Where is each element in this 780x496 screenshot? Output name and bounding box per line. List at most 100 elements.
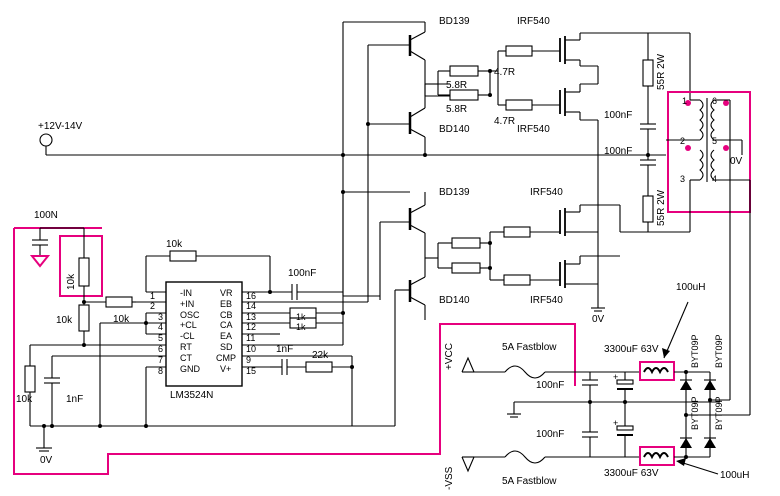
label-fuse-bottom: 5A Fastblow (502, 476, 557, 487)
resistor-55r-top (642, 59, 654, 87)
label-4-7r-1: 4.7R (494, 67, 515, 78)
pin-osc: OSC (180, 310, 200, 320)
pin-minus-in: -IN (180, 288, 192, 298)
pin-sd: SD (220, 342, 233, 352)
label-tx-1: 1 (682, 96, 687, 106)
pin-plus-in: +IN (180, 299, 194, 309)
diode-bridge (680, 370, 750, 459)
resistor-10k-input (105, 296, 133, 308)
label-irf540-top-2: IRF540 (517, 124, 550, 135)
label-100n: 100N (34, 210, 58, 221)
resistor-10k-feedback (78, 304, 90, 332)
label-plus-1: + (613, 372, 618, 382)
label-plus-2: + (613, 418, 618, 428)
pin-num-13: 13 (246, 312, 256, 322)
label-0v-left: 0V (40, 455, 53, 466)
label-tx-5: 5 (712, 136, 717, 146)
label-100nf-ic: 100nF (288, 268, 316, 279)
label-diode-4: BYT09P (714, 396, 724, 430)
label-vss: -VSS (444, 466, 455, 490)
label-vcc: +VCC (444, 343, 455, 370)
pin-num-4: 4 (158, 322, 163, 332)
pin-num-6: 6 (158, 344, 163, 354)
label-1k-a: 1k (296, 312, 306, 322)
output-section (461, 301, 750, 475)
pin-eb: EB (220, 299, 232, 309)
pin-num-14: 14 (246, 301, 256, 311)
label-100nf-out-2: 100nF (536, 429, 564, 440)
mosfet-irf540-top-a (559, 32, 648, 66)
label-4-7r-2: 4.7R (494, 116, 515, 127)
fuse-bottom (504, 450, 546, 464)
label-ic-name: LM3524N (170, 390, 213, 401)
resistor-4-7r-2 (505, 99, 533, 111)
pin-minus-cl: -CL (180, 331, 195, 341)
label-cap-100nf-mid: 100nF (604, 146, 632, 157)
resistor-bottom-1 (451, 237, 481, 249)
resistor-10k-rt (24, 365, 36, 393)
label-irf540-bottom: IRF540 (530, 187, 563, 198)
pin-num-3: 3 (158, 312, 163, 322)
pin-num-8: 8 (158, 366, 163, 376)
transformer (648, 91, 751, 415)
label-diode-1: BYT09P (690, 334, 700, 368)
resistor-10k-top (169, 250, 197, 262)
control-section (13, 122, 576, 475)
supply-rail: +12V-14V (38, 121, 666, 156)
label-100nf-out-1: 100nF (536, 380, 564, 391)
transistor-bd140-top (408, 84, 426, 155)
label-bd140-bottom: BD140 (439, 295, 470, 306)
mosfet-irf540-bottom-a (559, 205, 598, 236)
label-diode-2: BYT09P (714, 334, 724, 368)
fuse-top (504, 365, 546, 379)
label-diode-3: BYT09P (690, 396, 700, 430)
label-55r-bottom: 55R 2W (656, 189, 667, 226)
pin-num-11: 11 (246, 333, 255, 343)
pot-highlight-box (59, 235, 103, 297)
pin-rt: RT (180, 342, 192, 352)
label-3300uf-bottom: 3300uF 63V (604, 468, 659, 479)
transformer-highlight-box (667, 91, 751, 213)
pin-ct: CT (180, 353, 192, 363)
pin-num-7: 7 (158, 355, 163, 365)
label-10k-pot: 10k (66, 273, 77, 290)
label-5-8r-1: 5.8R (446, 80, 467, 91)
label-1nf-ct: 1nF (66, 394, 83, 405)
transistor-bd140-bottom (408, 258, 426, 320)
resistor-22k (305, 361, 333, 373)
pin-num-2: 2 (150, 301, 155, 311)
label-100uh-bottom: 100uH (720, 470, 749, 481)
pin-vplus: V+ (220, 364, 231, 374)
resistor-bottom-4 (503, 274, 531, 286)
label-10k-input: 10k (113, 314, 130, 325)
label-cap-100nf-top: 100nF (604, 110, 632, 121)
pin-ea: EA (220, 331, 232, 341)
transistor-bd139-bottom (408, 192, 426, 258)
resistor-55r-bottom (642, 195, 654, 223)
label-tx-6: 6 (712, 96, 717, 106)
pin-cmp: CMP (216, 353, 236, 363)
pin-num-12: 12 (246, 322, 256, 332)
pin-vr: VR (220, 288, 233, 298)
label-5-8r-2: 5.8R (446, 104, 467, 115)
labels: BD139 IRF540 5.8R 5.8R 4.7R 4.7R BD140 I… (16, 16, 749, 490)
resistor-10k-pot (78, 257, 90, 287)
label-bd139-bottom: BD139 (439, 187, 470, 198)
label-bd139-top: BD139 (439, 16, 470, 27)
label-0v-mosfet: 0V (592, 314, 605, 325)
label-22k: 22k (312, 350, 329, 361)
label-0v-transformer: 0V (730, 156, 743, 167)
pin-gnd: GND (180, 364, 201, 374)
label-3300uf-top: 3300uF 63V (604, 344, 659, 355)
label-tx-3: 3 (680, 174, 685, 184)
label-10k-left: 10k (56, 315, 73, 326)
bottom-driver-stage (343, 191, 648, 320)
pin-num-9: 9 (246, 355, 251, 365)
pin-ca: CA (220, 320, 233, 330)
pin-num-10: 10 (246, 344, 256, 354)
label-bd140-top: BD140 (439, 124, 470, 135)
inductor-top-box (639, 361, 675, 381)
label-irf540-bottom-2: IRF540 (530, 295, 563, 306)
